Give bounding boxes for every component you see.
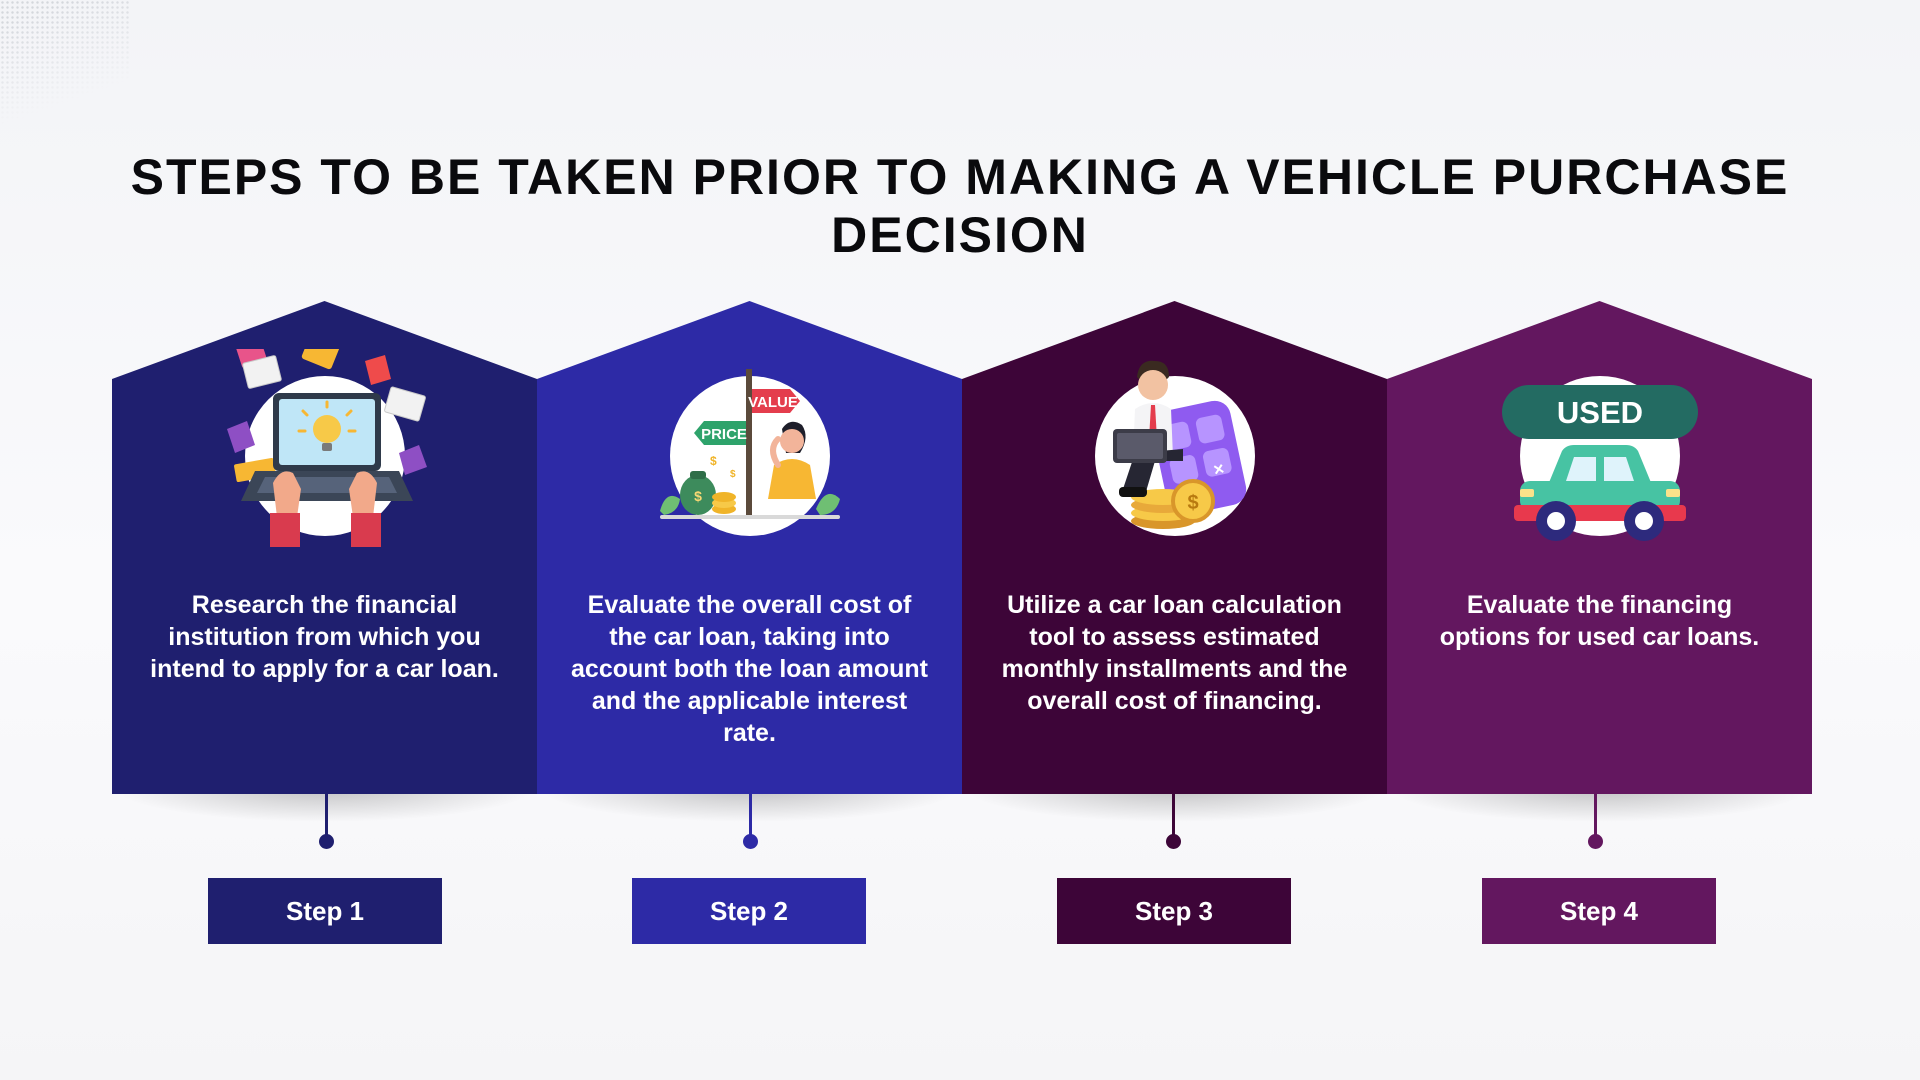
laptop-research-icon bbox=[226, 349, 427, 547]
svg-text:$: $ bbox=[710, 454, 717, 468]
step-1-card: Research the financial institution from … bbox=[112, 301, 537, 794]
step-1-connector-line bbox=[324, 794, 328, 838]
step-2-connector-line bbox=[748, 794, 752, 838]
value-sign-label: VALUE bbox=[748, 394, 798, 411]
step-4-connector-line bbox=[1593, 794, 1597, 838]
step-2-label: Step 2 bbox=[632, 878, 866, 944]
step-2-connector-dot bbox=[742, 834, 758, 849]
dotted-world-map-decoration bbox=[0, 0, 130, 135]
step-3-description: Utilize a car loan calculation tool to a… bbox=[1001, 591, 1348, 715]
step-2-description: Evaluate the overall cost of the car loa… bbox=[571, 591, 928, 747]
step-4-label: Step 4 bbox=[1482, 878, 1716, 944]
page-title: STEPS TO BE TAKEN PRIOR TO MAKING A VEHI… bbox=[130, 149, 1790, 263]
svg-text:$: $ bbox=[694, 488, 702, 504]
svg-text:$: $ bbox=[730, 469, 736, 480]
coin-symbol: $ bbox=[1187, 492, 1198, 514]
step-1-label: Step 1 bbox=[208, 878, 442, 944]
svg-text:×: × bbox=[1211, 458, 1225, 480]
step-1-connector-dot bbox=[318, 834, 334, 849]
step-4-connector-dot bbox=[1587, 834, 1603, 849]
step-1-description: Research the financial institution from … bbox=[150, 591, 499, 683]
step-3-connector-line bbox=[1171, 794, 1175, 838]
price-value-sign-icon: VALUE PRICE $ $ $ bbox=[659, 369, 840, 519]
step-3-connector-dot bbox=[1165, 834, 1181, 849]
used-badge-text: USED bbox=[1556, 395, 1642, 430]
step-4-card: USED Evaluate the financing options for … bbox=[1387, 301, 1812, 794]
used-car-icon: USED bbox=[1501, 385, 1698, 541]
step-2-card: VALUE PRICE $ $ $ Evaluate the overall c… bbox=[537, 301, 962, 794]
step-4-description: Evaluate the financing options for used … bbox=[1439, 591, 1760, 651]
price-sign-label: PRICE bbox=[701, 426, 747, 443]
step-3-label: Step 3 bbox=[1057, 878, 1291, 944]
calculator-coins-icon: × $ bbox=[1112, 360, 1246, 529]
step-3-card: × $ Utilize a car loan calculation tool … bbox=[962, 301, 1387, 794]
